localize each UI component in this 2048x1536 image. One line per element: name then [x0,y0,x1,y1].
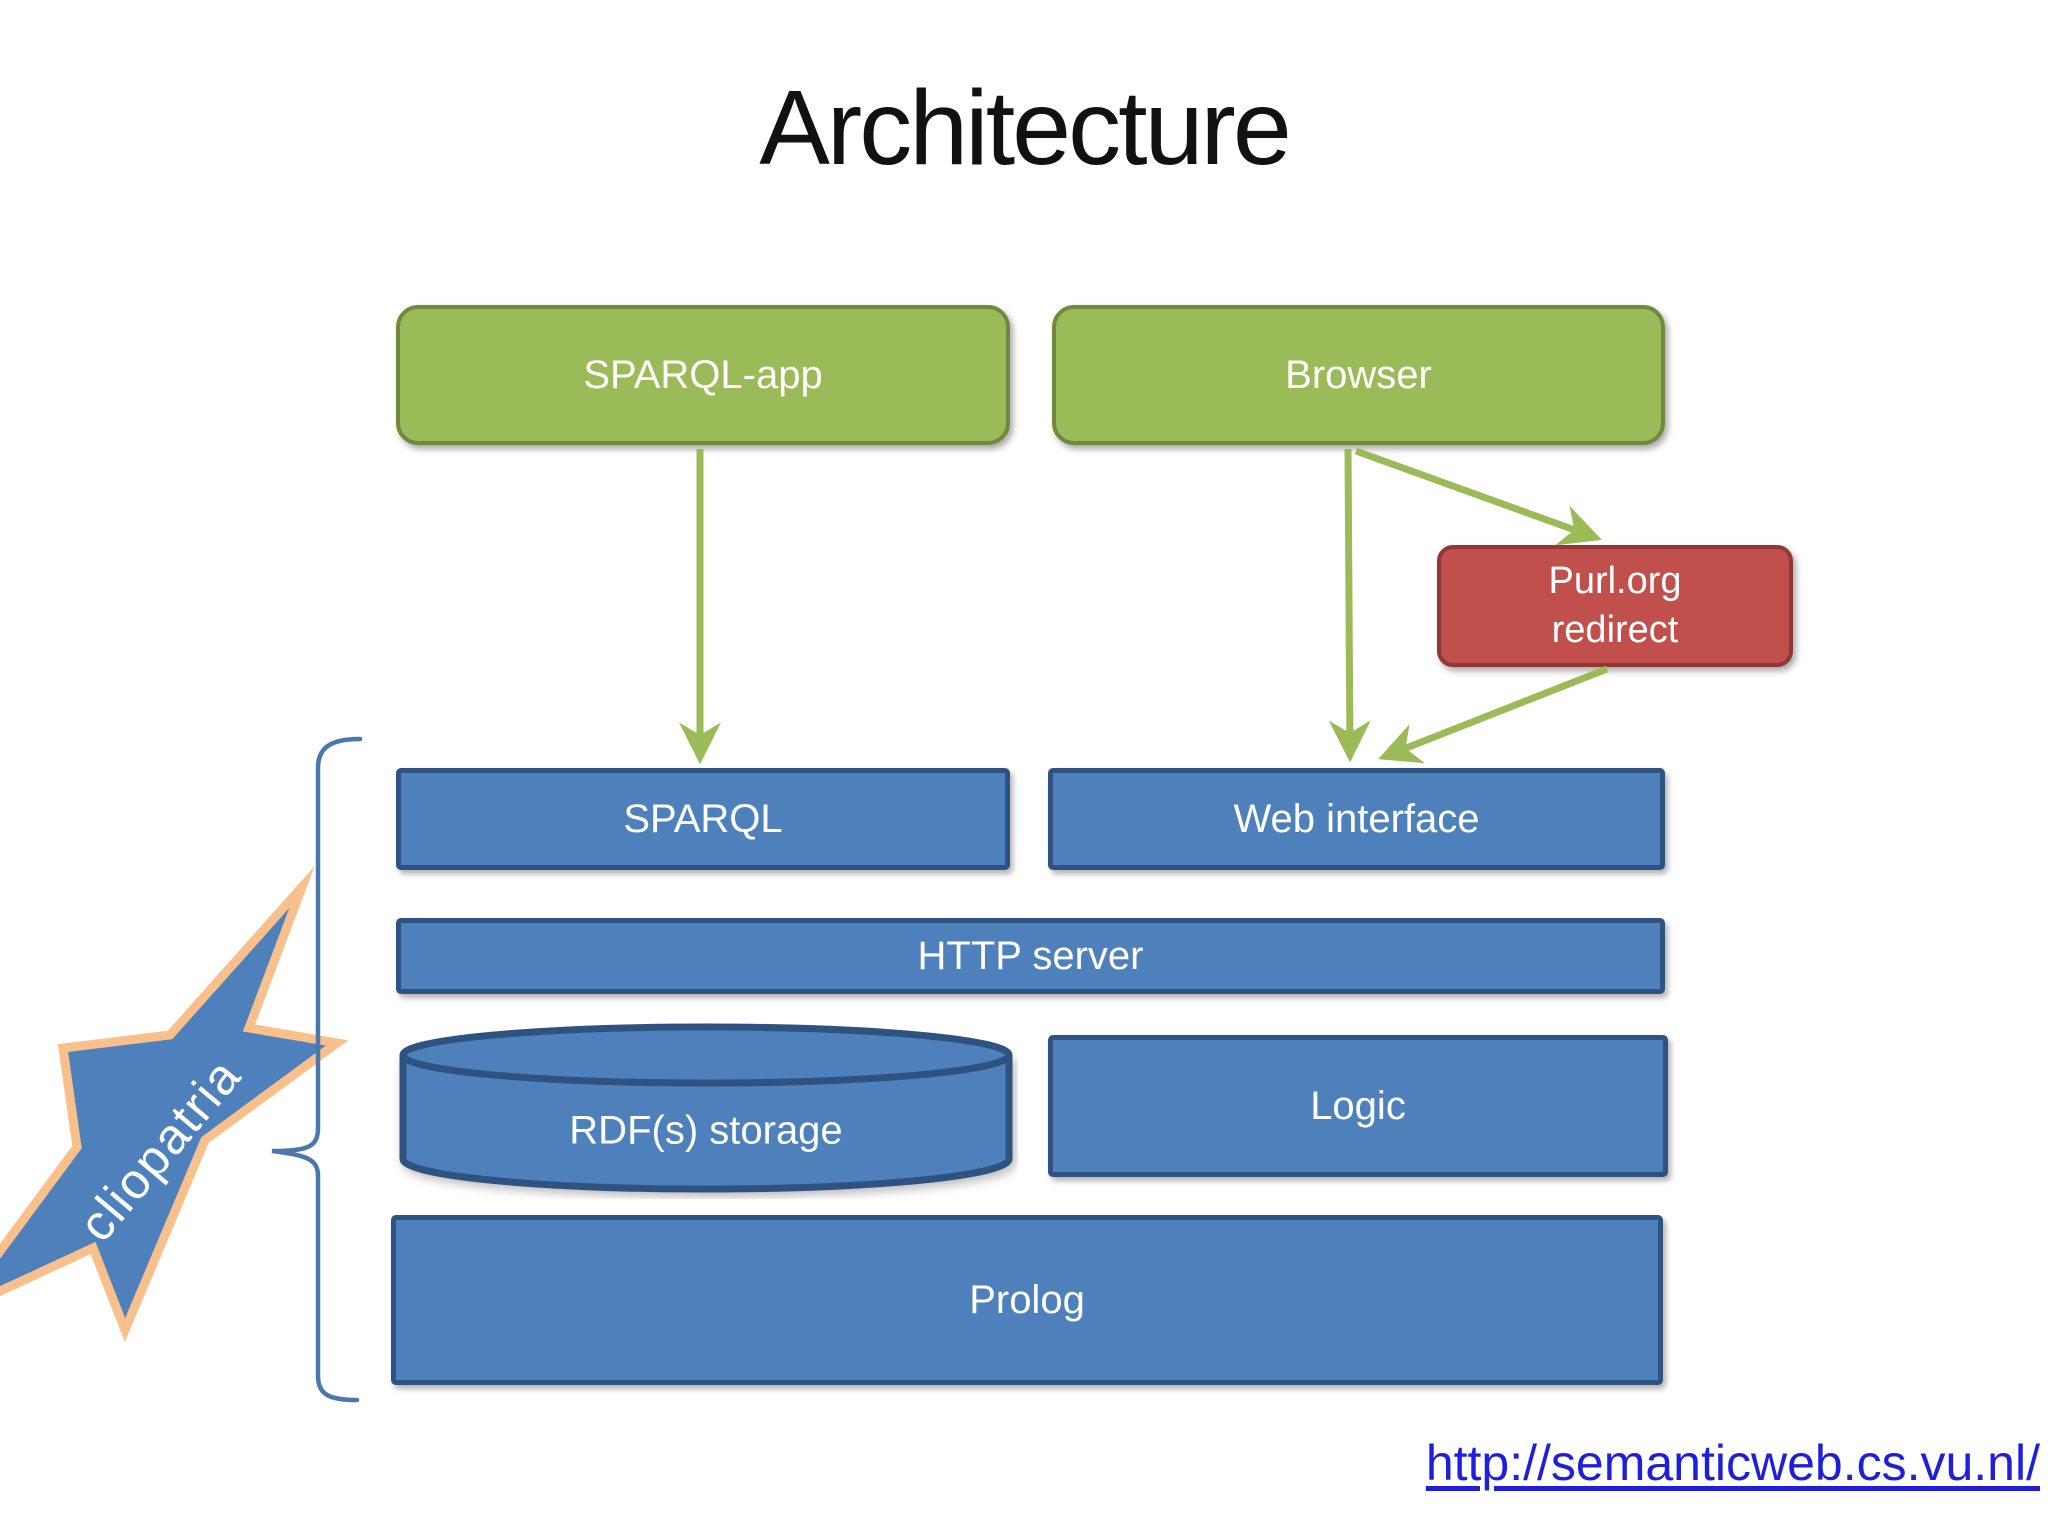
purl-redirect-label: Purl.org redirect [1548,559,1682,651]
arrow-browser-to-web-interface [1328,448,1371,763]
logic-label: Logic [1310,1083,1406,1128]
sparql-label: SPARQL [623,796,783,841]
purl-redirect-box: Purl.org redirect [1437,545,1793,667]
cylinder-body [399,1055,1013,1193]
logic-box: Logic [1048,1035,1668,1177]
http-server-box: HTTP server [396,918,1665,994]
arrow-browser-to-purl-redirect [1354,447,1602,546]
prolog-box: Prolog [391,1215,1663,1385]
browser-label: Browser [1285,352,1432,397]
page-title: Architecture [759,69,1292,187]
web-interface-box: Web interface [1048,768,1665,870]
sparql-app-label: SPARQL-app [583,352,823,397]
cliopatria-brace [271,736,363,1403]
footer-link[interactable]: http://semanticweb.cs.vu.nl/ [1425,1435,2040,1491]
arrow-purl-redirect-to-web-interface [1378,665,1609,764]
cliopatria-star-label: cliopatria [68,1047,252,1252]
sparql-box: SPARQL [396,768,1010,870]
http-server-label: HTTP server [917,933,1144,978]
cylinder-top [399,1023,1013,1087]
cliopatria-star [0,865,349,1342]
prolog-label: Prolog [969,1277,1085,1322]
web-interface-label: Web interface [1233,796,1480,841]
rdf-storage-cylinder: RDF(s) storage [399,1023,1013,1193]
rdf-storage-label: RDF(s) storage [569,1109,842,1153]
sparql-app-box: SPARQL-app [396,305,1010,445]
browser-box: Browser [1052,305,1665,445]
